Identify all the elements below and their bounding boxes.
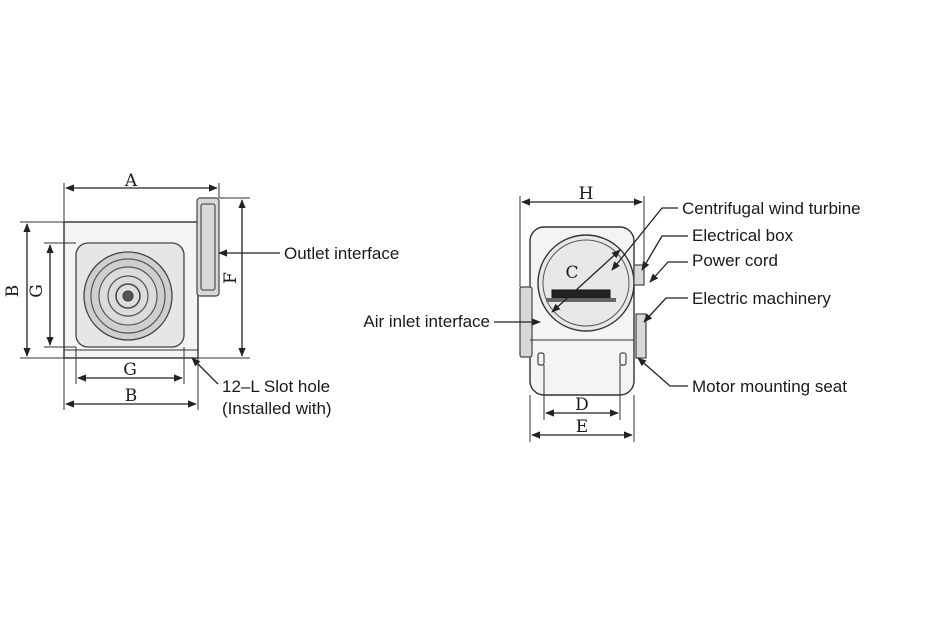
inlet-ring-5 — [115, 283, 141, 309]
wheel-window — [537, 234, 635, 332]
seat-hole-right — [619, 352, 627, 366]
outlet-flange — [196, 197, 220, 297]
inlet-ring-2 — [90, 258, 166, 334]
impeller-base — [546, 298, 616, 302]
seat-hole-left — [537, 352, 545, 366]
dim-g-left-label: G — [27, 284, 47, 298]
dim-h-label: H — [579, 184, 594, 204]
air-inlet-label: Air inlet interface — [363, 312, 490, 331]
dim-f-label: F — [221, 272, 241, 284]
slot-label-line2: (Installed with) — [222, 399, 332, 418]
front-view: A B G F G B Outlet interface 12–L Slot h… — [3, 171, 399, 418]
inlet-ring-4 — [107, 275, 149, 317]
electrical-box — [633, 264, 645, 286]
power-cord-label: Power cord — [692, 251, 778, 270]
dim-a-label: A — [124, 171, 138, 191]
slot-label-line1: 12–L Slot hole — [222, 377, 330, 396]
machinery-leader — [643, 297, 688, 323]
dim-b-bottom-label: B — [125, 386, 138, 406]
dim-e-label: E — [576, 417, 588, 437]
turbine-leader — [611, 207, 678, 271]
side-view: H C D E Centrifugal wind turbine Electri… — [363, 184, 861, 442]
dim-c-line — [551, 249, 621, 313]
outlet-flange-inner — [200, 203, 216, 291]
dim-g-bottom-label: G — [123, 360, 137, 380]
machinery-label: Electric machinery — [692, 289, 831, 308]
wheel-window-inner — [542, 239, 630, 327]
dim-d-label: D — [575, 395, 589, 415]
inlet-hub — [122, 290, 134, 302]
impeller-plate — [551, 289, 611, 299]
power-cord-leader — [649, 261, 688, 283]
slot-leader — [191, 357, 219, 385]
electrical-box-leader — [641, 235, 688, 271]
outlet-label: Outlet interface — [284, 244, 399, 263]
dim-b-left-label: B — [3, 285, 23, 298]
turbine-label: Centrifugal wind turbine — [682, 199, 861, 218]
electrical-box-label: Electrical box — [692, 226, 794, 245]
motor-seat-label: Motor mounting seat — [692, 377, 847, 396]
dim-c-label: C — [565, 263, 578, 283]
motor-seat-leader — [637, 357, 688, 387]
